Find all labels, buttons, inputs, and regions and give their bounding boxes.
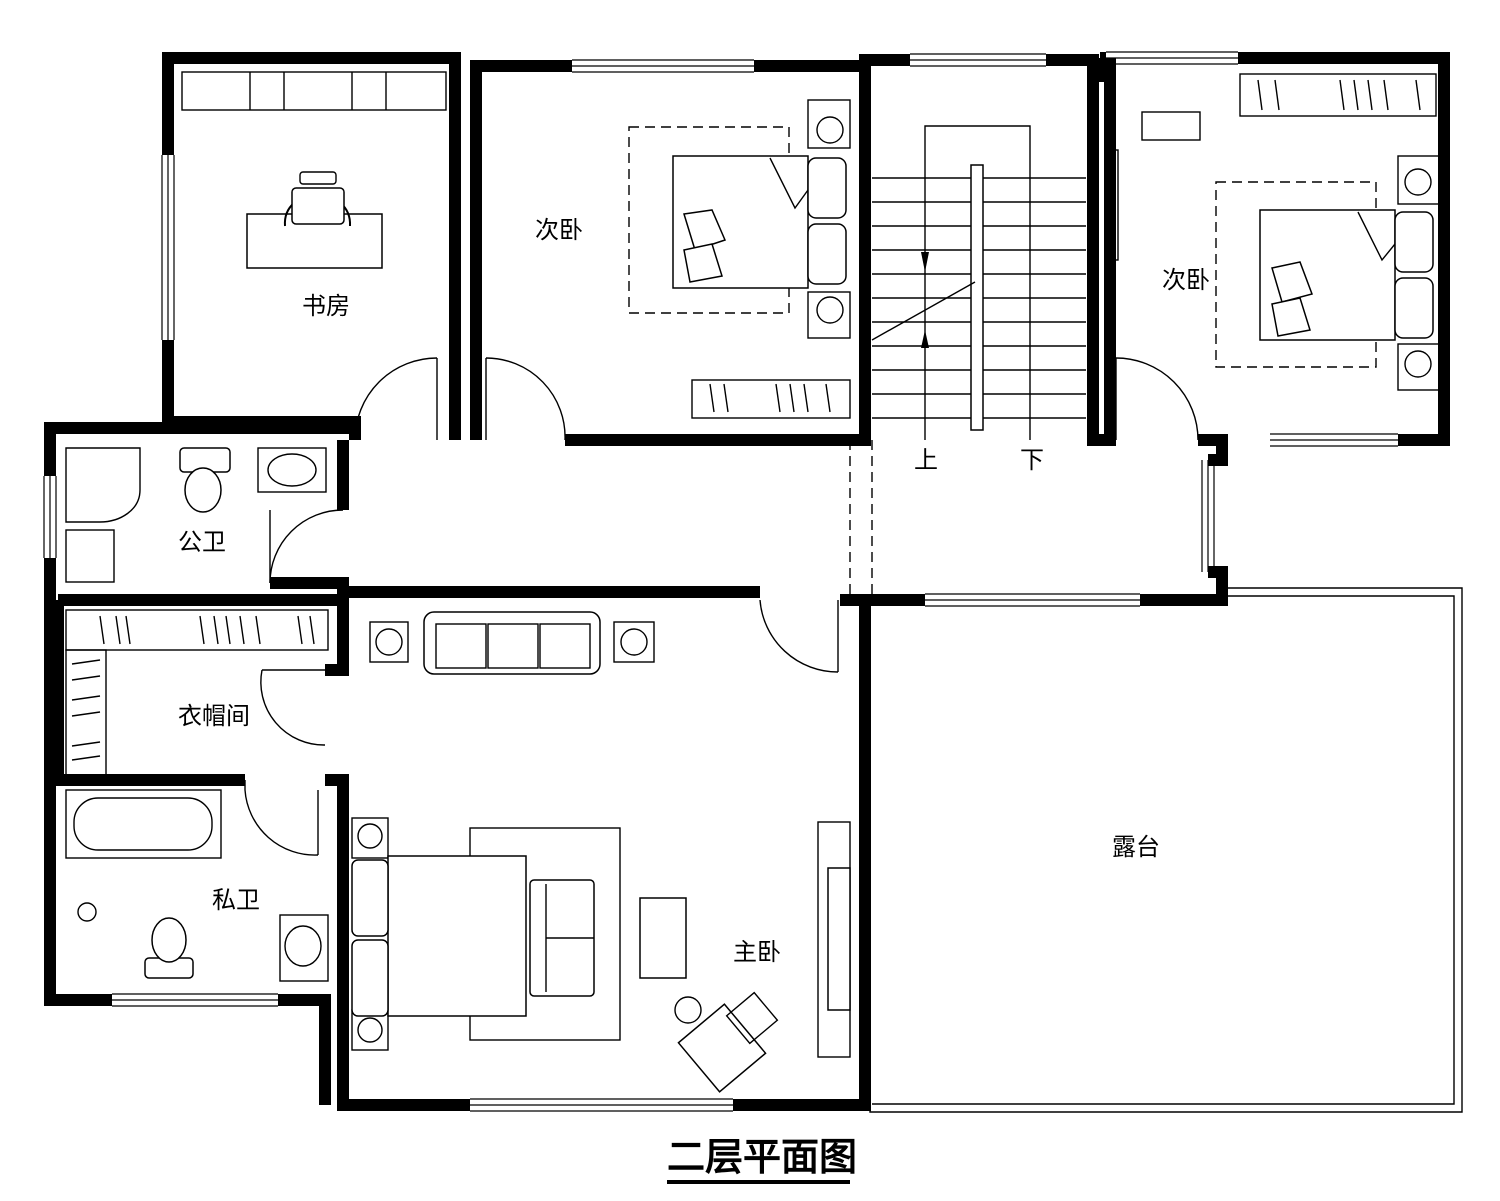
lamp-icon [357,823,383,849]
bedroom2-right-furniture [1109,73,1441,391]
label-private-bath: 私卫 [212,886,260,914]
label-public-bath: 公卫 [178,528,226,556]
plan-title-text: 二层平面图 [667,1135,857,1179]
arrow-icon [921,252,929,272]
bathtub-icon [65,789,222,859]
wardrobe [691,379,851,419]
label-study: 书房 [302,292,350,320]
stair-handrail [970,164,984,431]
lamp-icon [357,1017,383,1043]
lamp-icon [1404,350,1432,378]
tv-icon [1109,149,1119,261]
bed [387,855,527,1017]
sink-icon [267,453,317,487]
toilet-icon [151,917,187,963]
label-bedroom2-right: 次卧 [1162,266,1210,294]
pillow-icon [683,209,727,283]
private-bath-fixtures [65,789,329,982]
arrow-icon [921,330,929,348]
corridor-openings [849,440,873,600]
side-table-icon [674,996,702,1024]
doors [244,357,1199,856]
label-closet: 衣帽间 [178,702,250,730]
desk [639,897,687,979]
label-bedroom2-left: 次卧 [535,216,583,244]
label-master-bedroom: 主卧 [733,938,781,966]
lamp-icon [816,116,844,144]
walls [44,52,1450,1111]
lamp-icon [1404,168,1432,196]
wardrobe [1239,73,1437,117]
drain-icon [77,902,97,922]
lamp-icon [613,621,655,663]
study-furniture [181,71,447,269]
terrace-railing [869,587,1463,1113]
plan-title: 二层平面图 [667,1135,857,1184]
public-bath-fixtures [65,447,327,583]
label-stairs-up: 上 [914,446,938,474]
wardrobe [65,609,329,651]
sofa [423,611,601,675]
tv-icon [827,867,851,1011]
staircase [871,125,1086,440]
armchair-icon [677,1003,767,1093]
toilet-icon [184,467,222,513]
closet-furniture [65,609,329,776]
shower-icon [65,447,141,523]
windows [43,51,1398,1112]
pillow-icon [1271,261,1313,337]
wardrobe [65,649,107,776]
label-terrace: 露台 [1112,833,1160,861]
room-labels: 书房 次卧 次卧 公卫 衣帽间 私卫 主卧 露台 上 下 [178,216,1210,966]
lamp-icon [816,296,844,324]
bedroom2-left-furniture [628,99,851,419]
sink-icon [284,925,322,967]
label-stairs-down: 下 [1020,446,1044,474]
lamp-icon [369,621,409,663]
study-chair-icon [283,171,352,227]
master-bedroom-furniture [351,611,851,1093]
